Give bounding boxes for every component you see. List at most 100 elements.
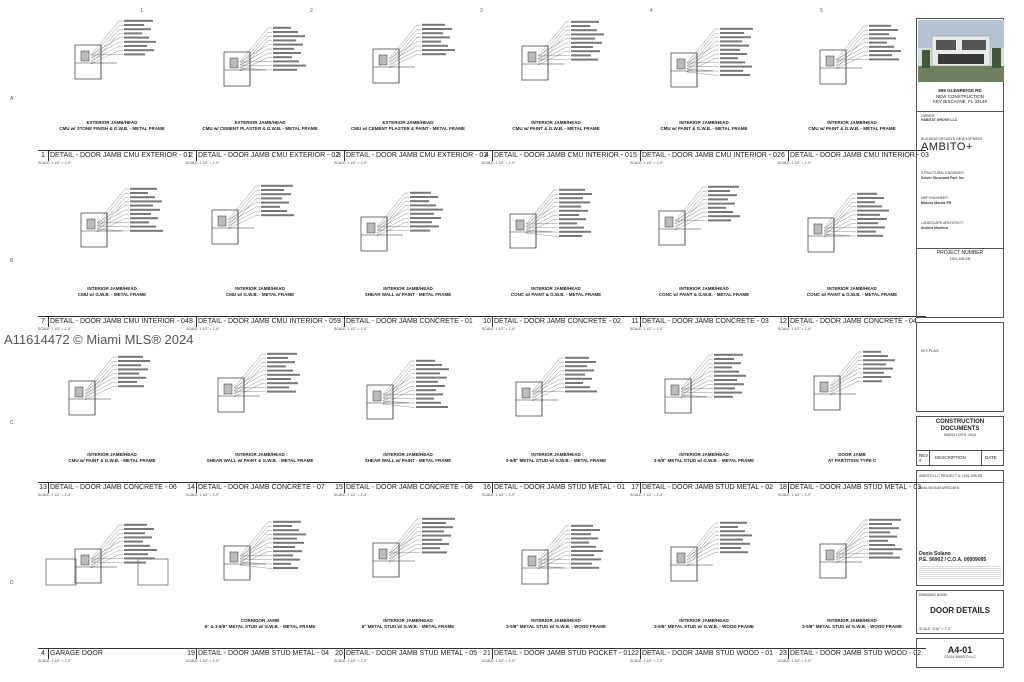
seal-label: SEAL/SIGNATURE/DATE: [917, 481, 1003, 494]
detail-caption: INTERIOR JAMB/HEAD [87, 286, 137, 291]
detail-scale: SCALE: 1 1/2" = 1'-0" [630, 659, 664, 663]
note-text [571, 566, 599, 569]
detail-number: 2 [186, 151, 197, 161]
detail-subcaption: 3-5/8" METAL STUD w/ G.W.B. - WOOD FRAME [802, 624, 902, 629]
note-text [571, 41, 602, 44]
note-text [571, 537, 598, 540]
detail-drawing [45, 523, 169, 586]
detail-caption: EXTERIOR JAMB/HEAD [234, 120, 286, 125]
detail-number: 20 [334, 649, 345, 659]
note-text [124, 549, 157, 551]
note-text [273, 533, 306, 536]
note-text [720, 65, 752, 68]
detail-scale: SCALE: 1 1/2" = 1'-0" [482, 659, 516, 663]
detail-drawing [658, 185, 740, 246]
detail-caption: INTERIOR JAMB/HEAD [531, 452, 581, 457]
detail-title: DETAIL - DOOR JAMB STUD POCKET - 01 [494, 650, 632, 657]
note-text [565, 361, 596, 363]
frame-profile [825, 55, 835, 67]
note-text [118, 381, 137, 383]
frame-profile [527, 555, 537, 567]
note-text [571, 29, 597, 32]
frame-profile [527, 51, 537, 63]
project-type: NEW CONSTRUCTION [936, 93, 984, 99]
note-text [869, 552, 893, 555]
note-text [571, 524, 593, 527]
note-text [708, 190, 730, 192]
detail-caption: EXTERIOR JAMB/HEAD [86, 120, 138, 125]
detail-caption: INTERIOR JAMB/HEAD [679, 618, 729, 623]
note-text [410, 212, 434, 215]
grid-column-label: 2 [310, 8, 313, 14]
note-text [410, 229, 430, 232]
date-header: DATE [985, 455, 997, 460]
note-text [422, 526, 453, 529]
detail-subcaption: CONC w/ PAINT & G.W.B. - METAL FRAME [806, 292, 898, 297]
detail-scale: SCALE: 1 1/2" = 1'-0" [778, 659, 812, 663]
drawing-scale: SCALE: 3/16" = 1'-0" [919, 626, 952, 631]
note-text [267, 357, 288, 359]
note-text [571, 529, 600, 531]
detail-subcaption: CMU w/ PAINT & G.W.B. - METAL FRAME [512, 126, 600, 131]
note-text [863, 359, 895, 362]
note-text [130, 208, 160, 211]
note-text [869, 45, 894, 48]
detail-title: DETAIL - DOOR JAMB STUD WOOD - 02 [790, 650, 922, 657]
wall-section [819, 49, 847, 85]
note-text [118, 355, 143, 358]
detail-drawing [819, 518, 902, 579]
detail-drawing [664, 353, 746, 414]
note-text [410, 208, 443, 211]
detail-title: DETAIL - DOOR JAMB CONCRETE - 02 [494, 318, 621, 325]
detail-subcaption: CMU w/ PAINT & G.W.B. - METAL FRAME [660, 126, 748, 131]
detail-number: 23 [778, 649, 789, 659]
note-text [124, 532, 145, 535]
detail-subcaption: 3-5/8" METAL STUD w/ G.W.B. - METAL FRAM… [505, 458, 607, 463]
wall-section [521, 45, 549, 81]
wall-section [223, 545, 251, 581]
note-text [863, 367, 893, 370]
note-text [720, 36, 751, 39]
note-text [422, 538, 442, 541]
frame-profile [378, 548, 388, 560]
note-text [273, 554, 293, 557]
note-text [714, 366, 732, 369]
note-text [720, 61, 745, 64]
detail-subcaption: CMU w/ STONE FINISH & G.W.B. - METAL FRA… [59, 126, 165, 131]
detail-number: 5 [630, 151, 641, 161]
detail-number: 21 [482, 649, 493, 659]
note-text [714, 379, 737, 381]
note-text [559, 218, 586, 221]
note-text [422, 534, 451, 537]
note-text [720, 40, 742, 43]
note-text [261, 214, 294, 217]
note-text [267, 373, 300, 376]
detail-title: DETAIL - DOOR JAMB CMU EXTERIOR - 03 [346, 152, 488, 159]
note-text [869, 33, 889, 36]
detail-subcaption: 6" METAL STUD w/ G.W.B. - METAL FRAME [361, 624, 455, 629]
drawing-name-box: DRAWING NAME: DOOR DETAILS SCALE: 3/16" … [916, 590, 1004, 634]
note-text [720, 27, 753, 30]
note-text [571, 533, 591, 536]
note-text [708, 219, 731, 222]
detail-subcaption: SHEAR WALL w/ PAINT - METAL FRAME [364, 458, 452, 463]
note-text [559, 214, 579, 216]
note-text [273, 68, 297, 71]
detail-drawing [223, 520, 306, 581]
watermark: A11614472 © Miami MLS® 2024 [4, 332, 194, 347]
detail-caption: INTERIOR JAMB/HEAD [87, 452, 137, 457]
detail-title: DETAIL - DOOR JAMB CONCRETE - 07 [198, 484, 325, 491]
wall-section [670, 52, 698, 88]
note-text [422, 23, 445, 26]
detail-drawing [372, 23, 455, 84]
drawing-name-label: DRAWING NAME: [919, 593, 948, 597]
